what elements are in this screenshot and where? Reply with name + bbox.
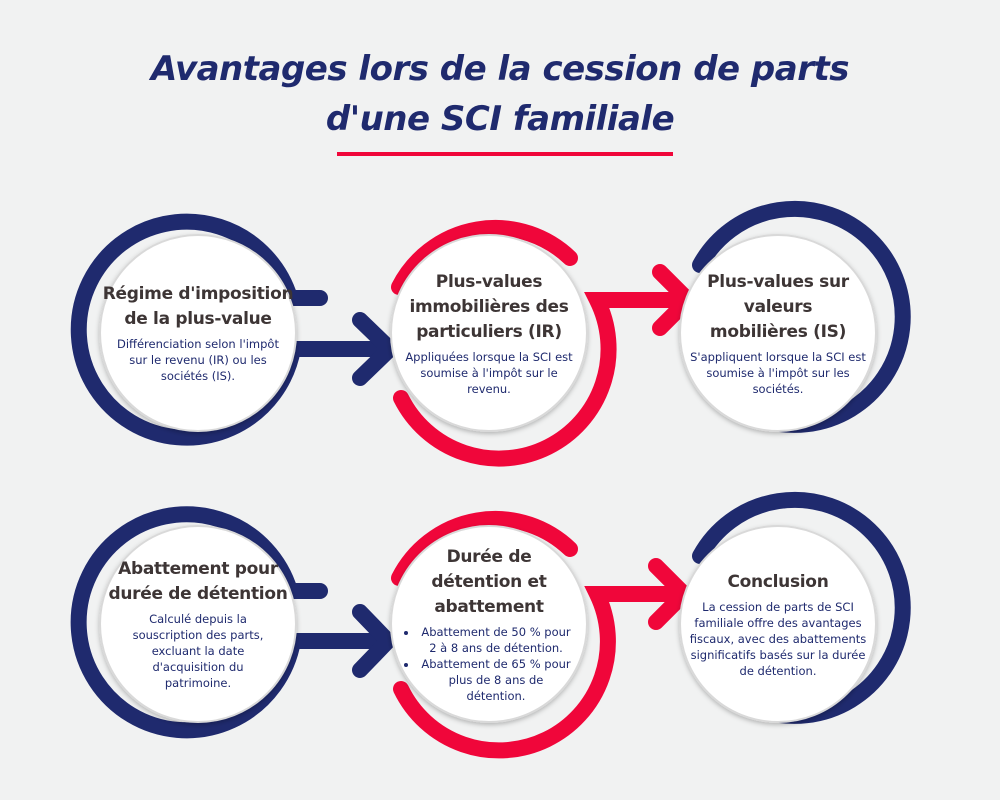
step-body: Différenciation selon l'impôt sur le rev…: [117, 337, 279, 383]
step-title: Plus-values sur valeurs mobilières (IS): [707, 271, 849, 342]
step-bullets: Abattement de 50 % pour 2 à 8 ans de dét…: [404, 624, 574, 704]
step-body: La cession de parts de SCI familiale off…: [689, 599, 867, 678]
title-line-2: d'une SCI familiale: [325, 99, 675, 139]
node-discs: [99, 234, 877, 723]
step-duree-detention: Durée de détention et abattement Abattem…: [391, 526, 587, 722]
step-title: Régime d'imposition de la plus-value: [102, 284, 294, 329]
page-title: Avantages lors de la cession de parts d'…: [0, 44, 1000, 144]
step-body: S'appliquent lorsque la SCI est soumise …: [690, 349, 866, 396]
step-abattement-duree: Abattement pour durée de détention Calcu…: [100, 526, 296, 722]
bullet-item: Abattement de 65 % pour plus de 8 ans de…: [418, 656, 574, 704]
bullet-item: Abattement de 50 % pour 2 à 8 ans de dét…: [418, 624, 574, 656]
step-conclusion: Conclusion La cession de parts de SCI fa…: [680, 526, 876, 722]
step-title: Plus-values immobilières des particulier…: [409, 271, 569, 342]
step-body: Calculé depuis la souscription des parts…: [132, 612, 264, 690]
step-regime-imposition: Régime d'imposition de la plus-value Dif…: [100, 235, 296, 431]
title-line-1: Avantages lors de la cession de parts: [151, 49, 849, 89]
ring-step-5: [391, 510, 684, 759]
arrow-right-icon: [352, 312, 398, 386]
step-title: Abattement pour durée de détention: [108, 559, 288, 604]
ring-step-1: [70, 213, 388, 446]
step-plus-values-ir: Plus-values immobilières des particulier…: [391, 235, 587, 431]
arrow-right-icon: [352, 604, 396, 678]
ring-step-2: [391, 219, 688, 467]
title-underline: [337, 152, 673, 156]
ring-step-4: [70, 506, 388, 739]
step-body: Appliquées lorsque la SCI est soumise à …: [405, 349, 573, 396]
step-plus-values-is: Plus-values sur valeurs mobilières (IS) …: [680, 235, 876, 431]
step-title: Durée de détention et abattement: [431, 546, 547, 617]
step-title: Conclusion: [727, 571, 829, 592]
